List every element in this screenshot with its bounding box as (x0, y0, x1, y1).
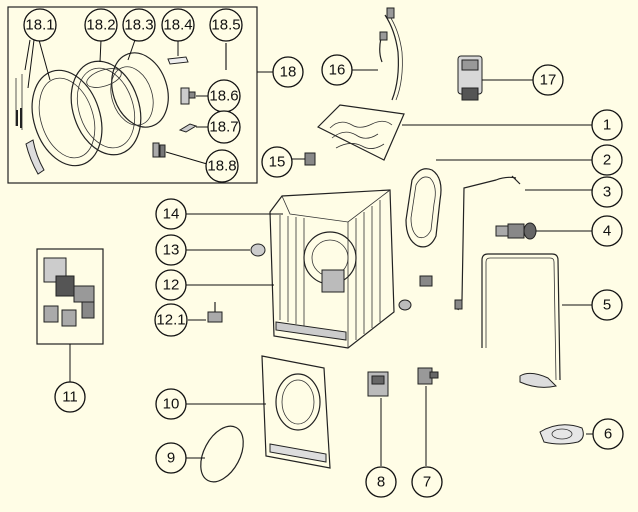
callout-8: 8 (365, 466, 397, 498)
svg-text:18.6: 18.6 (209, 88, 238, 105)
svg-text:18.2: 18.2 (86, 17, 115, 34)
door-handle (167, 56, 189, 65)
svg-text:18: 18 (280, 64, 297, 81)
svg-text:4: 4 (603, 223, 611, 240)
svg-text:8: 8 (377, 474, 385, 491)
svg-text:1: 1 (603, 117, 611, 134)
svg-text:2: 2 (603, 152, 611, 169)
callout-18-6: 18.6 (207, 79, 241, 113)
leveling-foot (188, 302, 223, 323)
callout-17: 17 (532, 64, 564, 96)
door-latch (178, 123, 198, 133)
svg-text:18.1: 18.1 (25, 17, 54, 34)
callout-7: 7 (411, 466, 443, 498)
callout-14: 14 (155, 198, 187, 230)
svg-text:10: 10 (163, 396, 180, 413)
callout-12: 12 (155, 269, 187, 301)
svg-text:7: 7 (423, 474, 431, 491)
svg-text:13: 13 (163, 242, 180, 259)
front-panel (186, 355, 331, 469)
door-lock (367, 371, 389, 466)
door-outer-ring (25, 69, 103, 175)
callout-11: 11 (54, 381, 86, 413)
callout-18: 18 (272, 56, 304, 88)
wiring-lead (454, 175, 592, 311)
svg-text:18.4: 18.4 (163, 17, 192, 34)
valve-unit (457, 55, 533, 101)
door-inner-frame (70, 60, 142, 156)
svg-text:16: 16 (329, 62, 346, 79)
svg-text:5: 5 (603, 297, 611, 314)
door-hinge-strips (15, 74, 23, 130)
thermistor (417, 367, 439, 466)
callout-18-8: 18.8 (205, 149, 239, 183)
callout-5: 5 (591, 289, 623, 321)
door-glass-bowl (110, 52, 169, 128)
door-assembly-group (7, 6, 273, 184)
control-board (36, 248, 104, 382)
svg-text:6: 6 (604, 426, 612, 443)
callout-6: 6 (592, 418, 624, 450)
callout-18-3: 18.3 (122, 8, 156, 42)
callout-18-4: 18.4 (161, 8, 195, 42)
heater-panel (316, 104, 592, 161)
callout-3: 3 (591, 176, 623, 208)
cabinet-body (186, 189, 395, 349)
svg-text:3: 3 (603, 184, 611, 201)
drain-hose (481, 253, 592, 388)
hose-clamp (539, 424, 594, 445)
small-bracket (292, 152, 316, 166)
small-connectors (398, 275, 433, 311)
gasket-ring (186, 425, 244, 483)
svg-text:9: 9 (167, 450, 175, 467)
svg-text:18.5: 18.5 (211, 17, 240, 34)
callout-18-7: 18.7 (207, 110, 241, 144)
callout-10: 10 (155, 388, 187, 420)
callout-1: 1 (591, 109, 623, 141)
door-assembly-box (7, 6, 258, 184)
svg-text:18.3: 18.3 (124, 17, 153, 34)
svg-text:15: 15 (269, 154, 286, 171)
svg-text:12: 12 (163, 277, 180, 294)
svg-text:11: 11 (62, 389, 78, 406)
callout-18-5: 18.5 (209, 8, 243, 42)
svg-text:18.8: 18.8 (207, 158, 236, 175)
foot-cap (186, 243, 266, 257)
svg-text:14: 14 (163, 206, 180, 223)
svg-text:12.1: 12.1 (156, 312, 185, 329)
callout-9: 9 (155, 442, 187, 474)
inlet-hose (352, 7, 403, 101)
callout-16: 16 (321, 54, 353, 86)
drain-pump (495, 222, 592, 240)
callout-2: 2 (591, 144, 623, 176)
callout-12-1: 12.1 (154, 303, 188, 337)
callout-18-2: 18.2 (84, 8, 118, 42)
svg-text:17: 17 (540, 72, 557, 89)
door-hook (152, 142, 166, 158)
callout-4: 4 (591, 215, 623, 247)
svg-text:18.7: 18.7 (209, 119, 238, 136)
door-gasket (405, 159, 592, 248)
callout-13: 13 (155, 234, 187, 266)
callout-15: 15 (261, 146, 293, 178)
door-hinge (180, 87, 196, 105)
callout-18-1: 18.1 (23, 8, 57, 42)
